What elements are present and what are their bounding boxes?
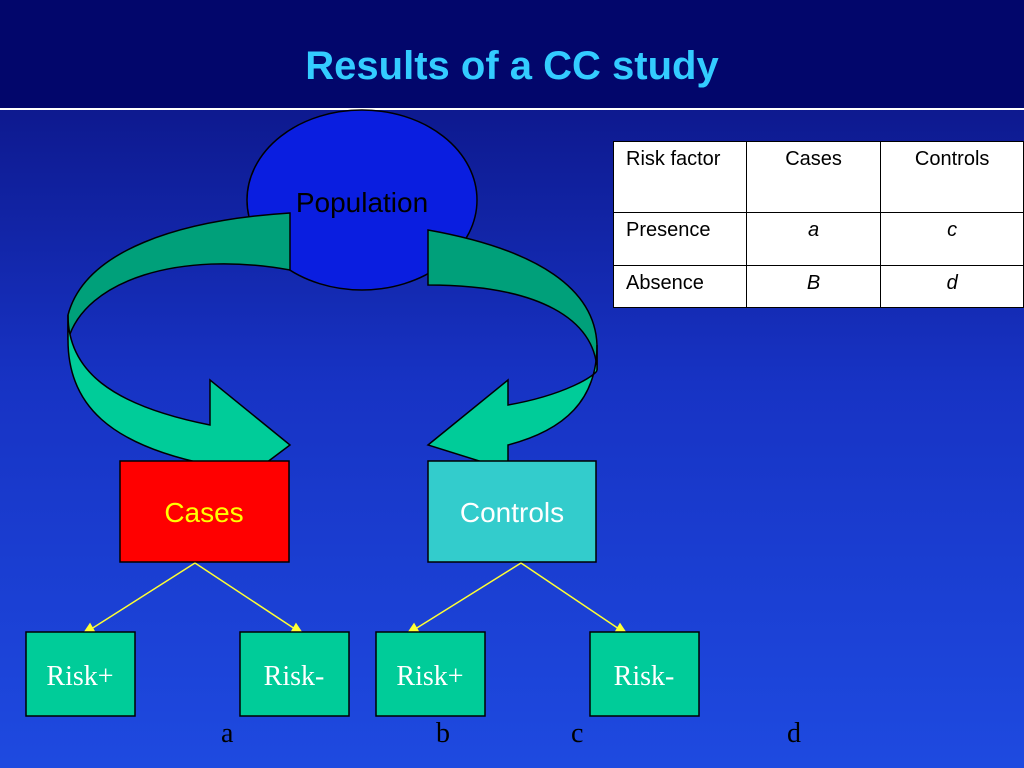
table-cell: Absence: [613, 265, 747, 308]
table-cell: Presence: [613, 212, 747, 266]
table-cell: a: [745, 212, 882, 266]
table-header-cell: Cases: [745, 141, 882, 213]
table-row: Absence B d: [613, 265, 1024, 308]
connector-controls-riskplus: [411, 562, 522, 632]
connector-cases-riskminus: [194, 562, 299, 632]
risk-factor-table: Risk factor Cases Controls Presence a c …: [613, 141, 1024, 308]
population-ellipse: [246, 109, 478, 291]
population-label: Population: [296, 187, 428, 218]
controls-box: [427, 460, 597, 563]
risk-label-cases-minus: Risk-: [264, 661, 325, 692]
risk-box-cases-minus: [239, 631, 350, 717]
slide-title: Results of a CC study: [305, 44, 719, 88]
connector-cases-riskplus: [87, 562, 196, 632]
table-header-cell: Risk factor: [613, 141, 747, 213]
risk-box-controls-plus: [375, 631, 486, 717]
risk-box-controls-minus: [589, 631, 700, 717]
controls-label: Controls: [460, 497, 564, 528]
right-curved-arrow: [426, 229, 598, 472]
table-row: Presence a c: [613, 212, 1024, 266]
bottom-label-b: b: [436, 718, 450, 749]
table-cell: B: [745, 265, 882, 308]
table-header-row: Risk factor Cases Controls: [613, 141, 1024, 213]
risk-label-controls-minus: Risk-: [614, 661, 675, 692]
risk-box-cases-plus: [25, 631, 136, 717]
cases-label: Cases: [164, 497, 243, 528]
table-cell: c: [880, 212, 1024, 266]
table-header-cell: Controls: [880, 141, 1024, 213]
bottom-label-d: d: [787, 718, 801, 749]
connector-controls-riskminus: [520, 562, 623, 632]
bottom-label-a: a: [221, 718, 234, 749]
risk-label-controls-plus: Risk+: [396, 661, 463, 692]
slide-header: Results of a CC study: [0, 0, 1024, 110]
cases-box: [119, 460, 290, 563]
bottom-label-c: c: [571, 718, 584, 749]
risk-label-cases-plus: Risk+: [46, 661, 113, 692]
table-cell: d: [880, 265, 1024, 308]
